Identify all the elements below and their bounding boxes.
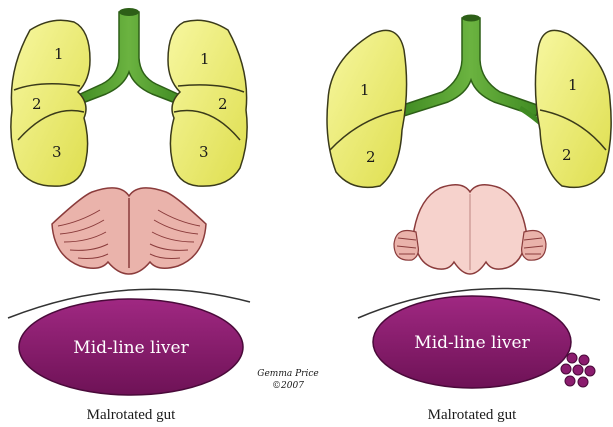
lobe-label: 2 (366, 148, 376, 166)
liver-label: Mid-line liver (73, 338, 189, 358)
lobe-label: 3 (199, 143, 209, 161)
artist-signature: Gemma Price ©2007 (257, 369, 318, 391)
left-lung: 1 2 (535, 30, 611, 187)
trachea-opening (462, 15, 480, 22)
spleen-nodule (567, 353, 577, 363)
liver: Mid-line liver (19, 299, 243, 395)
lobe-label: 1 (568, 76, 578, 94)
lobe-label: 2 (218, 95, 228, 113)
panel-right: 1 2 1 2 Mid-line l (327, 15, 611, 424)
panel-left: 1 2 3 1 2 3 (8, 8, 250, 423)
caption: Malrotated gut (428, 407, 518, 423)
liver-label: Mid-line liver (414, 333, 530, 353)
trachea-opening (119, 8, 139, 16)
lobe-label: 2 (32, 95, 42, 113)
heart (394, 185, 546, 274)
caption: Malrotated gut (87, 407, 177, 423)
spleen-nodule (561, 364, 571, 374)
spleen-nodule (573, 365, 583, 375)
heart (52, 188, 206, 274)
lobe-label: 1 (200, 50, 210, 68)
signature-year: ©2007 (272, 381, 304, 391)
lobe-label: 1 (54, 45, 64, 63)
spleen-nodule (585, 366, 595, 376)
left-lung: 1 2 3 (168, 20, 247, 186)
right-lung: 1 2 (327, 30, 407, 187)
spleen-cluster (561, 353, 595, 387)
signature-name: Gemma Price (257, 369, 318, 379)
airway-tree (400, 15, 548, 131)
spleen-nodule (578, 377, 588, 387)
atrial-appendage-left (394, 231, 418, 261)
atrial-appendage-right (522, 231, 546, 261)
lobe-label: 3 (52, 143, 62, 161)
lobe-label: 1 (360, 81, 370, 99)
airway-tree (76, 8, 182, 104)
right-lung: 1 2 3 (11, 20, 90, 186)
lobe-label: 2 (562, 146, 572, 164)
liver: Mid-line liver (373, 296, 571, 388)
spleen-nodule (579, 355, 589, 365)
spleen-nodule (565, 376, 575, 386)
